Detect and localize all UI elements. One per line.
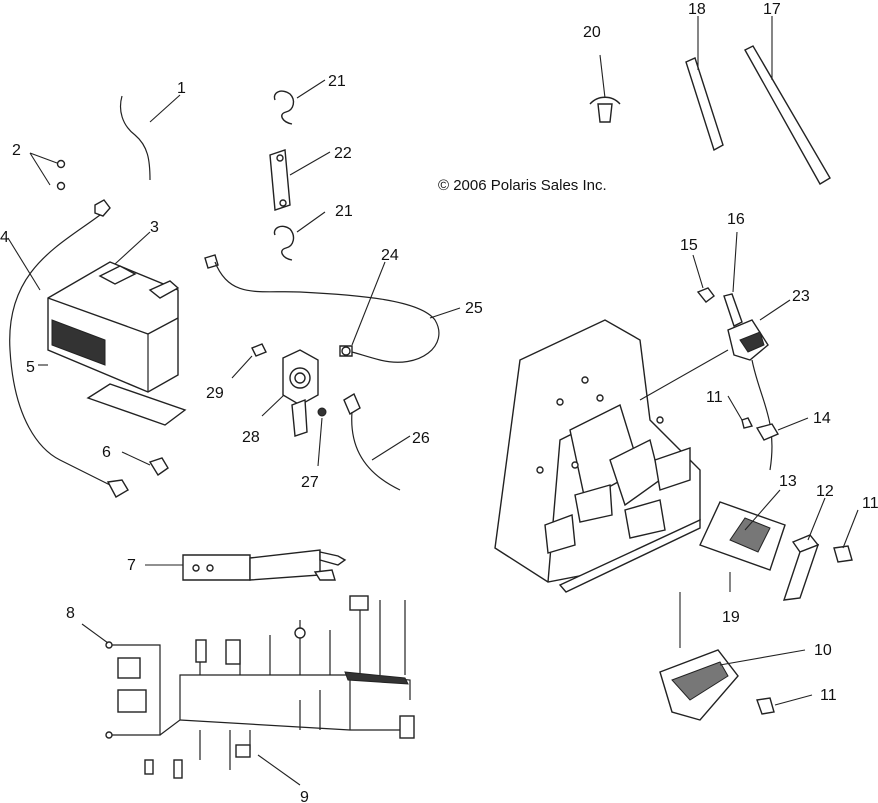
callout-1: 1 xyxy=(177,80,186,97)
callout-27: 27 xyxy=(301,474,319,491)
callout-16: 16 xyxy=(727,211,745,228)
callout-14: 14 xyxy=(813,410,831,427)
part-26-wire xyxy=(343,392,411,491)
part-7-cable xyxy=(145,549,347,581)
part-23-plug xyxy=(639,299,791,471)
callout-15: 15 xyxy=(680,237,698,254)
callout-18: 18 xyxy=(688,1,706,18)
part-9-wiring-harness xyxy=(81,595,415,786)
callout-5: 5 xyxy=(26,359,35,376)
callout-12: 12 xyxy=(816,483,834,500)
part-4-cable xyxy=(7,199,129,498)
callout-24: 24 xyxy=(381,247,399,264)
callout-4: 4 xyxy=(0,229,9,246)
part-27-screw xyxy=(317,407,327,467)
part-17-18-rods xyxy=(685,16,831,185)
part-28-solenoid xyxy=(261,349,319,437)
callout-28: 28 xyxy=(242,429,260,446)
callout-21-top: 21 xyxy=(328,73,346,90)
callout-25: 25 xyxy=(465,300,483,317)
callout-10: 10 xyxy=(814,642,832,659)
part-20-clip xyxy=(589,54,621,123)
part-6-clip xyxy=(121,451,169,476)
part-24-nut xyxy=(341,261,386,356)
callout-7: 7 xyxy=(127,557,136,574)
part-11-screw-right xyxy=(833,509,859,563)
callout-22: 22 xyxy=(334,145,352,162)
part-1-cable xyxy=(119,94,181,181)
part-21-22-straps xyxy=(269,79,331,261)
part-29-bolt xyxy=(231,343,267,379)
callout-11-right: 11 xyxy=(862,495,878,512)
callout-3: 3 xyxy=(150,219,159,236)
callout-21-lower: 21 xyxy=(335,203,353,220)
callout-29: 29 xyxy=(206,385,224,402)
part-10-block xyxy=(659,592,806,721)
callout-19: 19 xyxy=(722,609,740,626)
part-12-bracket xyxy=(782,497,826,601)
callout-26: 26 xyxy=(412,430,430,447)
frame-plate xyxy=(494,319,701,593)
callout-6: 6 xyxy=(102,444,111,461)
part-2-screws xyxy=(29,152,66,191)
callout-11-middle: 11 xyxy=(706,389,723,406)
callout-13: 13 xyxy=(779,473,797,490)
callout-9: 9 xyxy=(300,789,309,803)
callout-11-bottom: 11 xyxy=(820,687,837,704)
part-25-cable xyxy=(204,254,461,363)
part-13-module xyxy=(699,489,786,592)
copyright-notice: © 2006 Polaris Sales Inc. xyxy=(438,177,607,194)
callout-23: 23 xyxy=(792,288,810,305)
callout-20: 20 xyxy=(583,24,601,41)
callout-17: 17 xyxy=(763,1,781,18)
callout-8: 8 xyxy=(66,605,75,622)
part-11-screw-bottom xyxy=(756,694,813,715)
part-3-battery xyxy=(38,231,187,426)
callout-2: 2 xyxy=(12,142,21,159)
fasteners-15-16-11-14 xyxy=(692,231,809,441)
